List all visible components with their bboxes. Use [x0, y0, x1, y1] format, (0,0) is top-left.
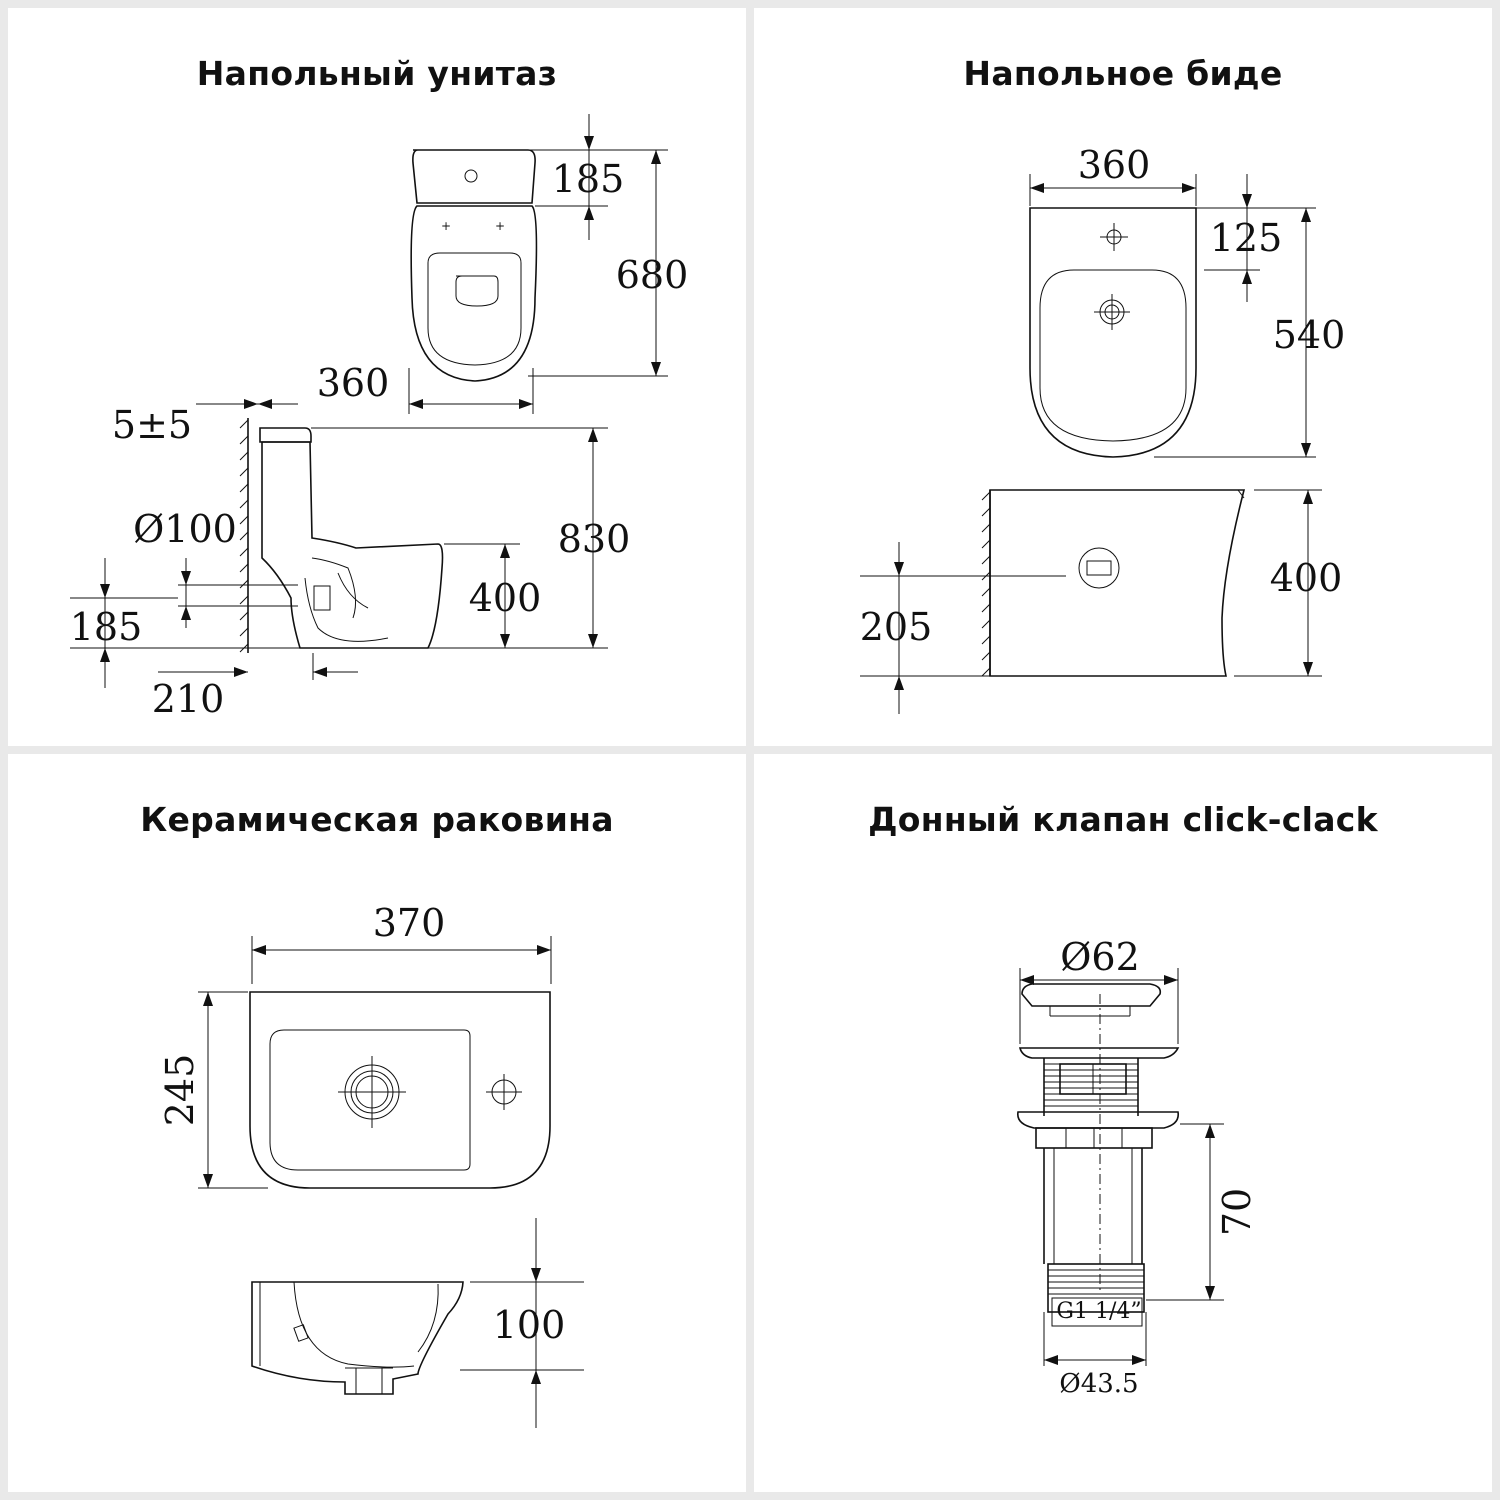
- dim-seat-height: 400: [469, 576, 542, 620]
- dim-outlet-diameter: Ø100: [133, 507, 237, 551]
- valve-dimensions: [1019, 968, 1224, 1366]
- panel-title: Керамическая раковина: [140, 800, 614, 839]
- dim-height: 100: [493, 1303, 566, 1347]
- panel-ceramic-basin: Керамическая раковина: [8, 754, 746, 1492]
- dim-height: 830: [558, 517, 631, 561]
- panel-click-clack-valve: Донный клапан click-clack: [754, 754, 1492, 1492]
- panel-title: Напольное биде: [963, 54, 1283, 93]
- dim-outlet-height: 185: [70, 605, 143, 649]
- panel-floor-bidet: Напольное биде: [754, 8, 1492, 746]
- basin-top-view: [249, 991, 551, 1189]
- valve-body: [1017, 983, 1180, 1354]
- toilet-top-view: + +: [410, 149, 538, 382]
- svg-text:+: +: [441, 219, 451, 233]
- bidet-top-view: [1029, 207, 1197, 458]
- basin-side-dimensions: [460, 1218, 584, 1428]
- panel-title: Напольный унитаз: [196, 54, 558, 93]
- basin-drawing: 370 245 100: [158, 901, 584, 1428]
- panel-title: Донный клапан click-clack: [868, 800, 1378, 839]
- toilet-side-view: [239, 418, 444, 653]
- bidet-side-view: [981, 489, 1246, 677]
- dim-tank-depth: 185: [552, 157, 625, 201]
- bidet-drawing: 360 125 540 400 205: [860, 143, 1346, 714]
- dim-cap-diameter: Ø62: [1060, 935, 1140, 979]
- dim-pipe-diameter: Ø43.5: [1059, 1369, 1138, 1399]
- panel-floor-toilet: Напольный унитаз + +: [8, 8, 746, 746]
- basin-side-view: [251, 1281, 464, 1395]
- bidet-side-dimensions: [860, 489, 1322, 714]
- dim-tap-hole-offset: 125: [1210, 216, 1283, 260]
- bidet-top-dimensions: [1029, 174, 1316, 458]
- toilet-side-dimensions: [70, 427, 608, 688]
- toilet-drawing: + +: [70, 114, 689, 721]
- dim-height: 400: [1270, 556, 1343, 600]
- dim-outlet-height: 205: [860, 605, 933, 649]
- dim-width: 370: [373, 901, 446, 945]
- dim-depth: 540: [1273, 313, 1346, 357]
- dim-width: 360: [317, 361, 390, 405]
- toilet-top-dimensions: [196, 114, 668, 414]
- dim-depth: 680: [616, 253, 689, 297]
- dim-depth: 245: [158, 1054, 202, 1127]
- dim-outlet-offset: 210: [152, 677, 225, 721]
- dim-length: 70: [1215, 1188, 1259, 1236]
- dim-width: 360: [1078, 143, 1151, 187]
- dim-wall-gap: 5±5: [112, 403, 192, 447]
- basin-top-dimensions: [198, 936, 552, 1189]
- dim-thread: G1 1/4”: [1056, 1299, 1141, 1324]
- valve-drawing: Ø62 70 G1 1/4” Ø43.5: [1017, 935, 1259, 1399]
- svg-text:+: +: [495, 219, 505, 233]
